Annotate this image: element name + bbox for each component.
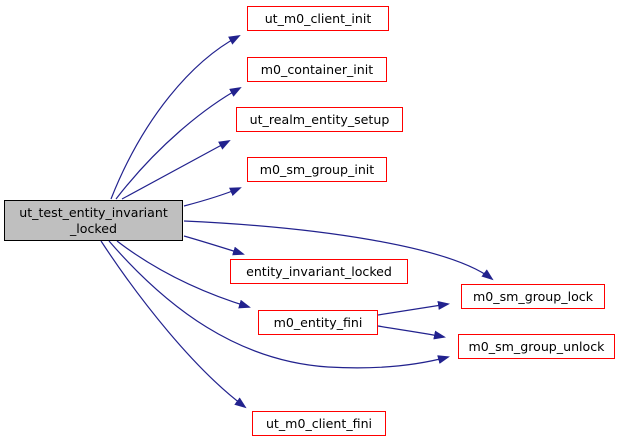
edge-ut_test_entity_invariant_locked--m0_container_init: [115, 87, 242, 200]
node-m0_container_init[interactable]: m0_container_init: [247, 57, 387, 82]
node-m0_entity_fini[interactable]: m0_entity_fini: [258, 310, 378, 335]
node-ut_realm_entity_setup[interactable]: ut_realm_entity_setup: [236, 107, 403, 132]
edge-ut_test_entity_invariant_locked--m0_sm_group_init: [183, 187, 242, 207]
edge-m0_entity_fini--m0_sm_group_unlock: [377, 325, 446, 340]
node-ut_m0_client_init[interactable]: ut_m0_client_init: [247, 6, 389, 31]
edge-ut_test_entity_invariant_locked--ut_m0_client_init: [110, 35, 241, 200]
node-m0_sm_group_lock[interactable]: m0_sm_group_lock: [461, 284, 605, 309]
edge-ut_test_entity_invariant_locked--ut_realm_entity_setup: [121, 140, 231, 200]
node-entity_invariant_locked[interactable]: entity_invariant_locked: [230, 259, 408, 284]
node-ut_test_entity_invariant_locked: ut_test_entity_invariant _locked: [4, 200, 183, 241]
edge-m0_entity_fini--m0_sm_group_lock: [377, 301, 450, 316]
node-m0_sm_group_unlock[interactable]: m0_sm_group_unlock: [458, 334, 615, 359]
edge-ut_test_entity_invariant_locked--entity_invariant_locked: [183, 235, 245, 256]
node-m0_sm_group_init[interactable]: m0_sm_group_init: [247, 157, 387, 182]
node-ut_m0_client_fini[interactable]: ut_m0_client_fini: [252, 411, 386, 436]
edge-ut_test_entity_invariant_locked--ut_m0_client_fini: [100, 240, 247, 409]
